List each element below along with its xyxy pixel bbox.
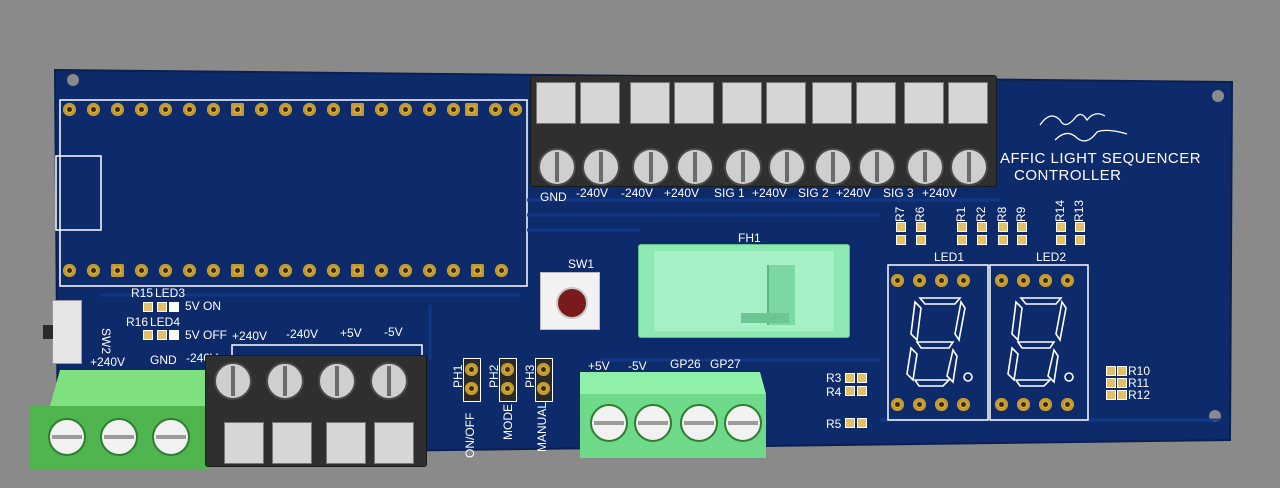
green-terminal-label: -5V <box>628 359 647 373</box>
resistor-label: R6 <box>913 206 927 222</box>
r16-label: R16 <box>126 315 149 329</box>
switch1-button[interactable] <box>540 272 600 330</box>
terminal-label: +240V <box>664 186 700 200</box>
bottom-left-label: +240V <box>90 355 126 369</box>
terminal-label: +240V <box>922 186 958 200</box>
green-terminal-4pin <box>580 372 770 458</box>
black-terminal-label: +240V <box>232 329 268 343</box>
resistor-label: R13 <box>1072 199 1086 222</box>
fuse-holder <box>638 244 850 338</box>
led3-text: 5V ON <box>185 299 222 313</box>
green-terminal-label: +5V <box>588 359 610 373</box>
led2-seven-segment <box>1007 297 1074 387</box>
green-terminal-label: GP27 <box>710 357 741 371</box>
resistor-label: R14 <box>1053 199 1067 222</box>
slide-switch-sw2[interactable] <box>43 300 82 364</box>
fuse-label: FH1 <box>738 231 761 245</box>
r12-label: R12 <box>1128 388 1151 402</box>
r10-label: R10 <box>1128 364 1151 378</box>
r5-label: R5 <box>826 417 842 431</box>
r11-label: R11 <box>1128 376 1150 390</box>
bottom-black-terminal <box>205 355 427 467</box>
led3-label: LED3 <box>155 286 186 300</box>
r3-label: R3 <box>826 371 842 385</box>
black-terminal-label: -240V <box>286 327 319 341</box>
terminal-label: SIG 3 <box>883 186 914 200</box>
terminal-label: -240V <box>621 186 654 200</box>
switch1-label: SW1 <box>568 257 595 271</box>
black-terminal-label: +5V <box>340 326 362 340</box>
resistor-label: R8 <box>995 206 1009 222</box>
terminal-label: +240V <box>752 186 788 200</box>
resistor-label: R7 <box>893 206 907 222</box>
green-terminal-3pin <box>30 370 218 470</box>
board-title-line1: AFFIC LIGHT SEQUENCER <box>1000 150 1202 167</box>
led4-text: 5V OFF <box>185 328 228 342</box>
led1-seven-segment <box>906 297 973 387</box>
r4-label: R4 <box>826 385 842 399</box>
led1-label: LED1 <box>934 250 965 264</box>
mode-label: MODE <box>501 404 515 440</box>
terminal-label: +240V <box>836 186 872 200</box>
manual-label: MANUAL <box>535 401 549 452</box>
terminal-label: SIG 2 <box>798 186 829 200</box>
green-terminal-label: GP26 <box>670 357 701 371</box>
resistor-label: R2 <box>974 206 988 222</box>
led4-label: LED4 <box>150 315 181 329</box>
terminal-label: GND <box>540 190 567 204</box>
bottom-left-label: GND <box>150 353 177 367</box>
resistor-label: R9 <box>1014 206 1028 222</box>
black-terminal-label: -5V <box>384 325 403 339</box>
on-off-label: ON/OFF <box>463 412 477 458</box>
terminal-label: SIG 1 <box>714 186 745 200</box>
sw2-label: SW2 <box>99 328 113 355</box>
led2-label: LED2 <box>1036 250 1067 264</box>
resistor-label: R1 <box>954 206 968 222</box>
board-title-line2: CONTROLLER <box>1014 167 1122 184</box>
terminal-label: -240V <box>576 186 609 200</box>
r15-label: R15 <box>131 286 154 300</box>
